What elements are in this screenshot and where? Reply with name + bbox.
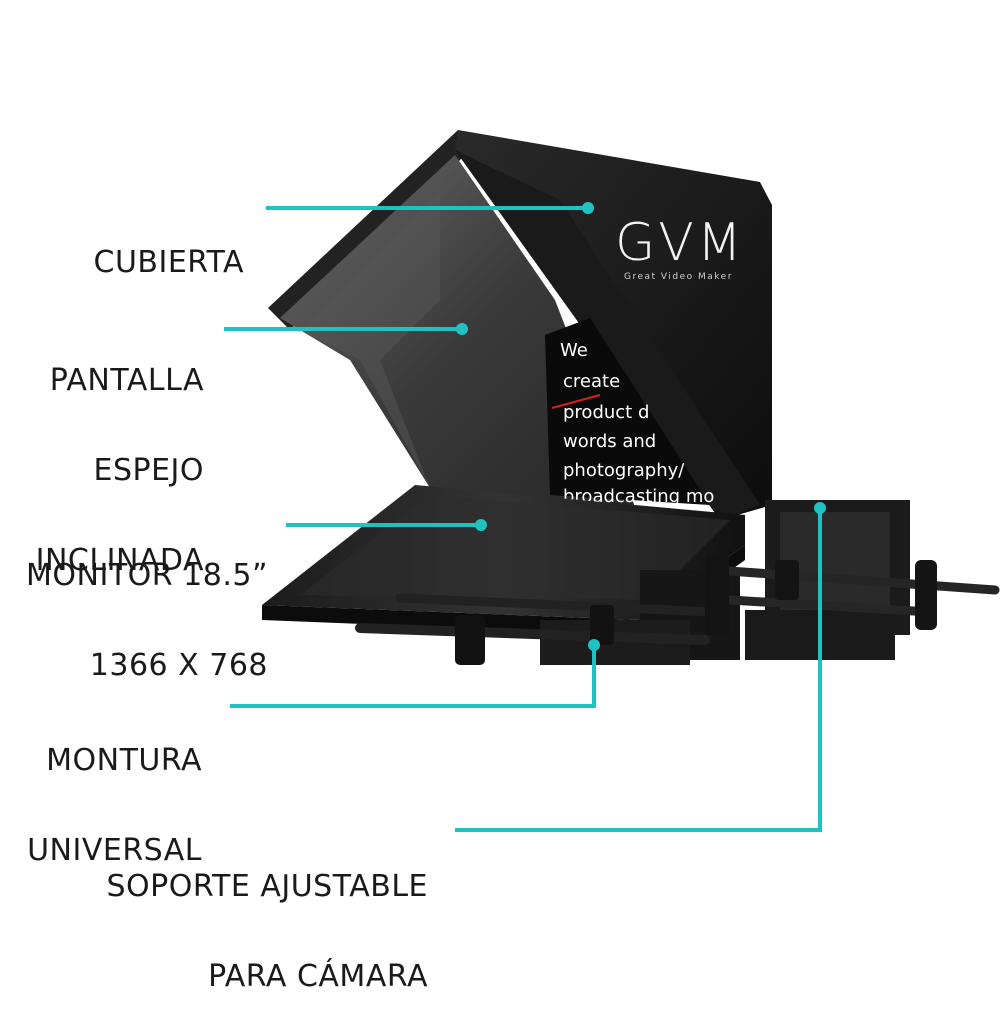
script-line: photography/ (563, 460, 685, 481)
label-soporte-ajustable: SOPORTE AJUSTABLE PARA CÁMARA (106, 869, 428, 994)
label-monitor: MONITOR 18.5” 1366 X 768 (26, 558, 268, 683)
script-line: We (560, 340, 588, 361)
script-line: product d (563, 402, 649, 423)
script-line: words and (563, 431, 656, 452)
label-cubierta: CUBIERTA (93, 245, 244, 280)
label-pantalla-espejo-inclinada: PANTALLA ESPEJO INCLINADA (35, 363, 204, 578)
script-line: create (563, 371, 620, 392)
mirror-frame (268, 130, 470, 330)
label-montura-universal: MONTURA UNIVERSAL (27, 743, 202, 868)
brand-logo: GVM (615, 213, 745, 273)
script-line: broadcasting mo (563, 486, 714, 507)
brand-tagline: Great Video Maker (624, 272, 733, 282)
reflected-script-screen (545, 318, 710, 505)
